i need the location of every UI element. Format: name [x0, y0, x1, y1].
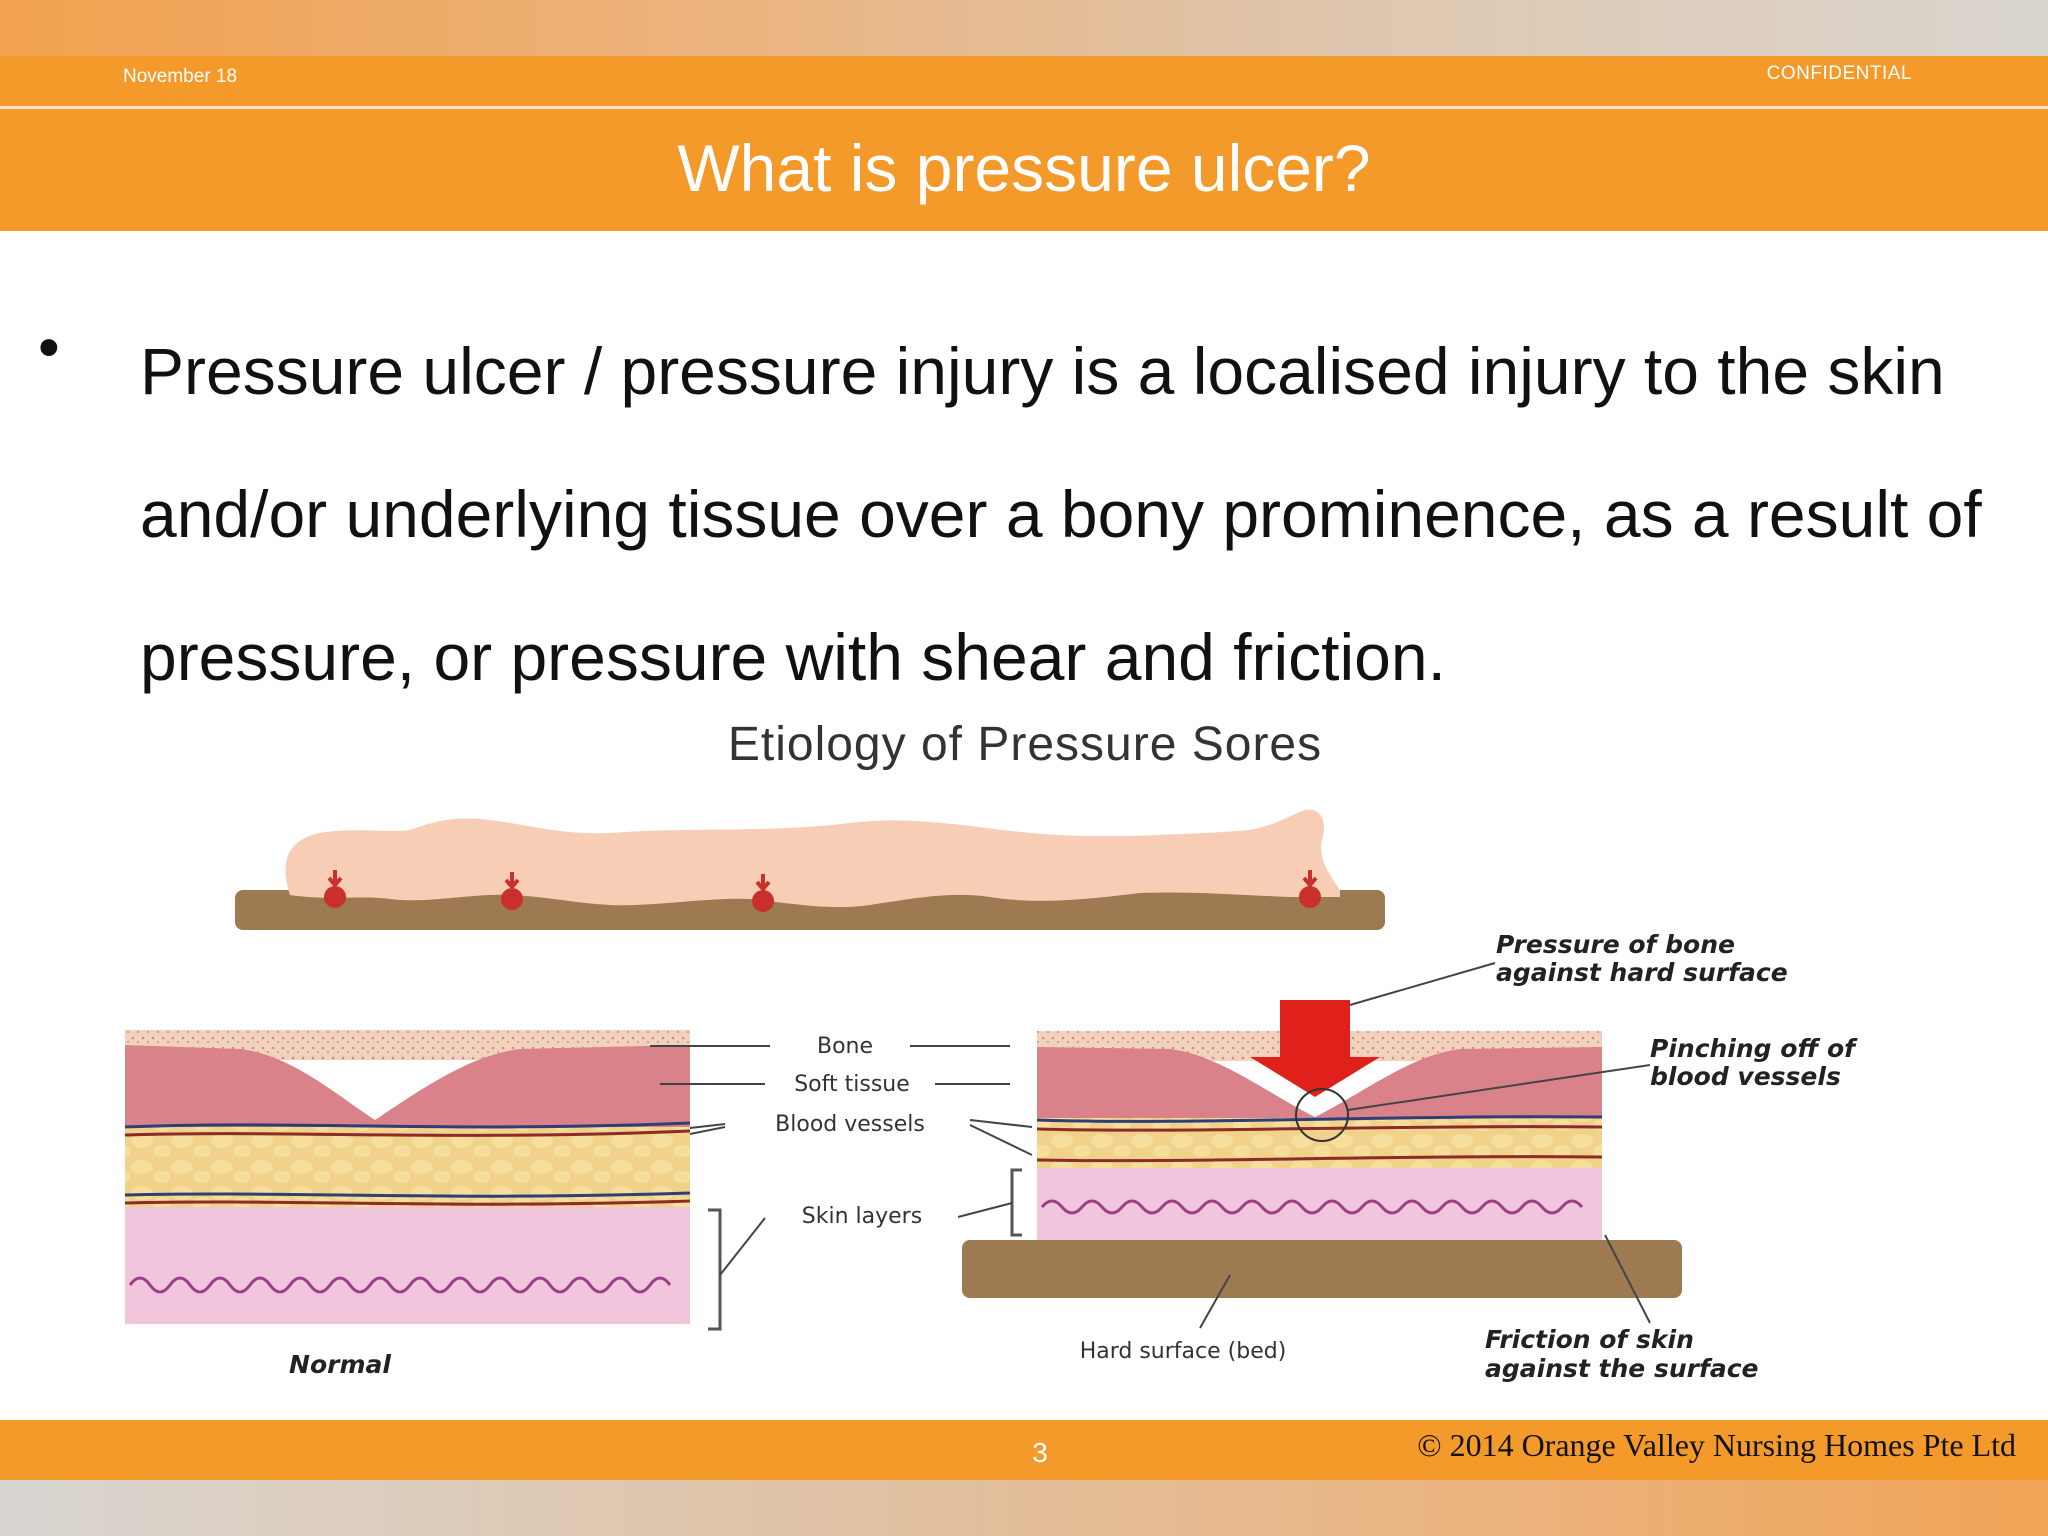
pressure-arrow: [1250, 1000, 1380, 1097]
callout-friction-line2: against the surface: [1485, 1354, 1758, 1383]
diagram-labels: Bone Soft tissue Blood vessels Skin laye…: [775, 1034, 1286, 1364]
confidential-label: CONFIDENTIAL: [1766, 63, 1912, 84]
normal-cross-section: [124, 1030, 722, 1331]
label-bone: Bone: [817, 1034, 873, 1059]
top-gradient-strip: [0, 0, 2048, 56]
label-normal: Normal: [289, 1350, 391, 1379]
label-skin-layers: Skin layers: [802, 1204, 922, 1229]
bottom-gradient-strip: [0, 1480, 2048, 1536]
pressure-point-markers: [324, 870, 1321, 912]
label-soft-tissue: Soft tissue: [794, 1072, 910, 1097]
bullet-text: Pressure ulcer / pressure injury is a lo…: [140, 334, 1982, 694]
bullet-marker: •: [38, 313, 60, 382]
leader-lines: [650, 962, 1651, 1329]
header-divider: [0, 106, 2048, 109]
footer-band: [0, 1420, 2048, 1480]
body-silhouette: [285, 809, 1341, 908]
diagram-title: Etiology of Pressure Sores: [728, 718, 1322, 771]
header-band: [0, 56, 2048, 106]
title-band: [0, 109, 2048, 231]
callout-pinching-line1: Pinching off of: [1650, 1034, 1858, 1063]
etiology-diagram: Etiology of Pressure Sores: [124, 718, 1858, 1383]
header-date: November 18: [123, 66, 238, 87]
hard-surface-bed: [962, 1240, 1682, 1298]
pressure-cross-section: [962, 1000, 1682, 1298]
callout-pressure-line2: against hard surface: [1496, 958, 1788, 987]
copyright-notice: © 2014 Orange Valley Nursing Homes Pte L…: [1417, 1427, 2016, 1463]
label-hard-surface: Hard surface (bed): [1080, 1339, 1287, 1364]
page-number: 3: [1032, 1437, 1048, 1468]
callout-pressure-line1: Pressure of bone: [1496, 930, 1735, 959]
label-blood-vessels: Blood vessels: [775, 1112, 925, 1137]
callout-friction-line1: Friction of skin: [1485, 1325, 1694, 1354]
patient-on-bed: [235, 809, 1385, 930]
diagram-callouts: Normal Pressure of bone against hard sur…: [289, 930, 1858, 1383]
callout-pinching-line2: blood vessels: [1650, 1062, 1841, 1091]
slide-title: What is pressure ulcer?: [677, 131, 1371, 205]
